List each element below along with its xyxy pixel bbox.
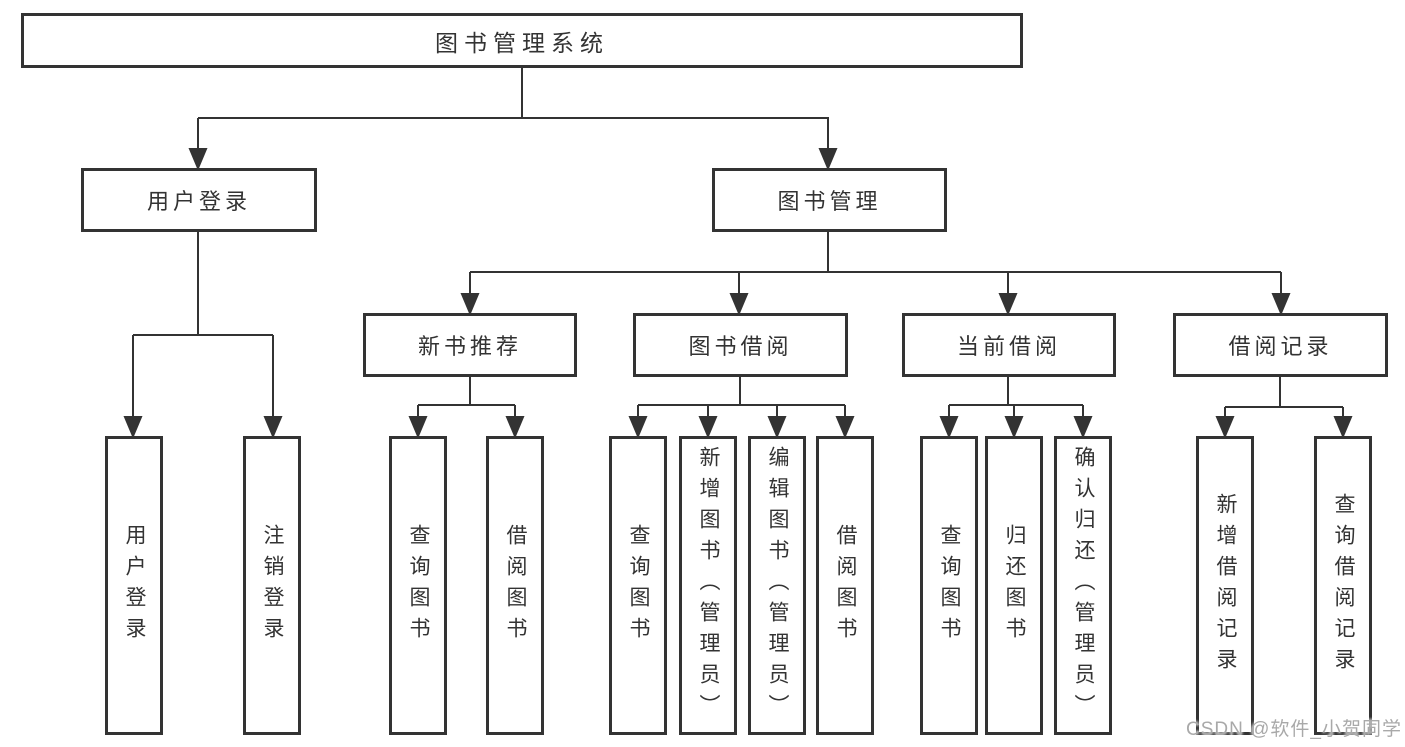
connector-new-book-recommend-children	[408, 374, 525, 439]
arrow-down-icon	[628, 416, 648, 439]
leaf-query-books-recommend: 查询图书	[389, 436, 447, 735]
connector-line	[132, 229, 274, 418]
arrow-down-icon	[1215, 416, 1235, 439]
connector-line	[1224, 374, 1344, 418]
leaf-add-borrow-record: 新增借阅记录	[1196, 436, 1254, 735]
node-new-book-recommend: 新书推荐	[363, 313, 577, 377]
leaf-edit-book-admin: 编辑图书（管理员）	[748, 436, 806, 735]
connector-line	[948, 374, 1084, 418]
node-book-borrow: 图书借阅	[633, 313, 848, 377]
arrow-down-icon	[263, 416, 283, 439]
arrow-down-icon	[767, 416, 787, 439]
arrow-down-icon	[1004, 416, 1024, 439]
node-user-login: 用户登录	[81, 168, 317, 232]
arrow-down-icon	[188, 148, 208, 171]
watermark-text: CSDN @软件_小贺同学	[1186, 719, 1402, 740]
connector-root-to-level2	[188, 67, 838, 171]
arrow-down-icon	[729, 293, 749, 316]
arrow-down-icon	[505, 416, 525, 439]
leaf-borrow-books-recommend: 借阅图书	[486, 436, 544, 735]
arrow-down-icon	[698, 416, 718, 439]
node-book-management: 图书管理	[712, 168, 947, 232]
leaf-query-books-borrow: 查询图书	[609, 436, 667, 735]
arrow-down-icon	[835, 416, 855, 439]
leaf-borrow-books: 借阅图书	[816, 436, 874, 735]
arrow-down-icon	[1073, 416, 1093, 439]
connector-borrow-record-children	[1215, 374, 1353, 439]
arrow-down-icon	[408, 416, 428, 439]
arrow-down-icon	[1333, 416, 1353, 439]
leaf-query-borrow-record: 查询借阅记录	[1314, 436, 1372, 735]
connector-line	[637, 374, 846, 418]
leaf-user-login: 用户登录	[105, 436, 163, 735]
leaf-return-book: 归还图书	[985, 436, 1043, 735]
arrow-down-icon	[460, 293, 480, 316]
connector-line	[469, 229, 1282, 294]
leaf-logout-login: 注销登录	[243, 436, 301, 735]
arrow-down-icon	[998, 293, 1018, 316]
connector-line	[197, 67, 829, 150]
arrow-down-icon	[818, 148, 838, 171]
connector-current-borrow-children	[939, 374, 1093, 439]
leaf-add-book-admin: 新增图书（管理员）	[679, 436, 737, 735]
connector-user-login-children	[123, 229, 283, 439]
node-current-borrow: 当前借阅	[902, 313, 1116, 377]
arrow-down-icon	[939, 416, 959, 439]
node-library-system: 图书管理系统	[21, 13, 1023, 68]
connector-book-borrow-children	[628, 374, 855, 439]
leaf-confirm-return-admin: 确认归还（管理员）	[1054, 436, 1112, 735]
arrow-down-icon	[123, 416, 143, 439]
node-borrow-record: 借阅记录	[1173, 313, 1388, 377]
arrow-down-icon	[1271, 293, 1291, 316]
connector-line	[417, 374, 516, 418]
connector-book-management-to-level3	[460, 229, 1291, 316]
leaf-query-books-current: 查询图书	[920, 436, 978, 735]
